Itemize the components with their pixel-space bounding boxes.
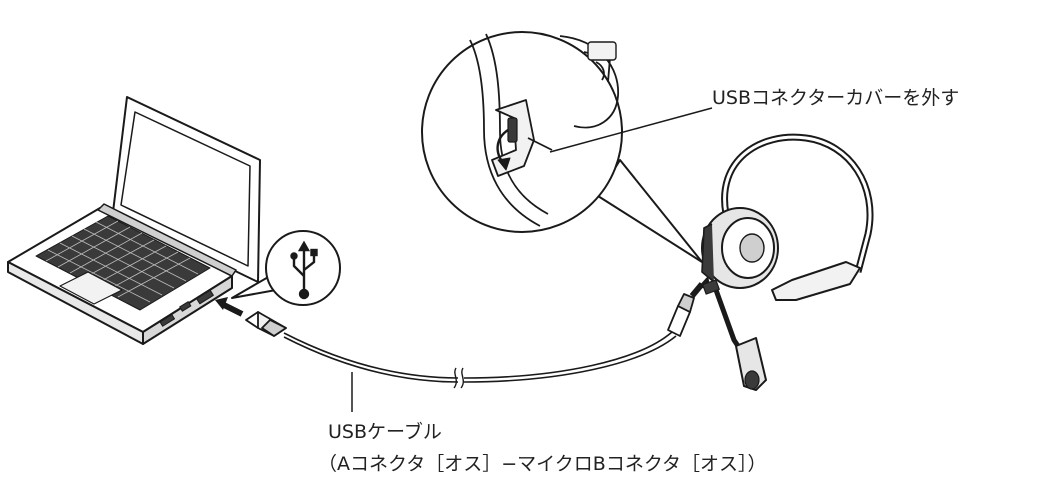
- headset-usb-port: [702, 279, 720, 295]
- usb-cable: [283, 331, 677, 389]
- usb-cable-connector-label: （Aコネクタ［オス］−マイクロBコネクタ［オス］）: [318, 453, 767, 475]
- laptop-screen: [120, 111, 251, 267]
- laptop: [7, 96, 261, 345]
- laptop-usb-port: [196, 289, 214, 305]
- headset-speaker-grille: [739, 233, 765, 263]
- zoom-callout-tail: [597, 159, 703, 263]
- zoom-usb-port: [507, 117, 518, 143]
- micro-b-connector: [667, 293, 695, 337]
- usb-port-callout: [231, 230, 341, 306]
- laptop-port-2: [179, 301, 192, 312]
- insert-arrow-laptop: [215, 297, 244, 317]
- usb-symbol-icon: [290, 240, 318, 300]
- usb-a-connector: [245, 311, 287, 337]
- headset: [701, 133, 874, 391]
- zoom-detail: [469, 33, 619, 227]
- laptop-hinge: [97, 203, 237, 277]
- headset-mic-boom: [713, 289, 745, 354]
- usb-cable-label: USBケーブル: [328, 420, 442, 443]
- cover-label-leader: [549, 107, 713, 153]
- keyboard-key-grid: [45, 220, 199, 303]
- zoom-callout: [421, 31, 703, 263]
- laptop-port-3: [159, 314, 176, 327]
- laptop-touchpad: [59, 271, 123, 305]
- headset-pad: [771, 261, 861, 301]
- cover-removal-label: USBコネクターカバーを外す: [712, 87, 959, 109]
